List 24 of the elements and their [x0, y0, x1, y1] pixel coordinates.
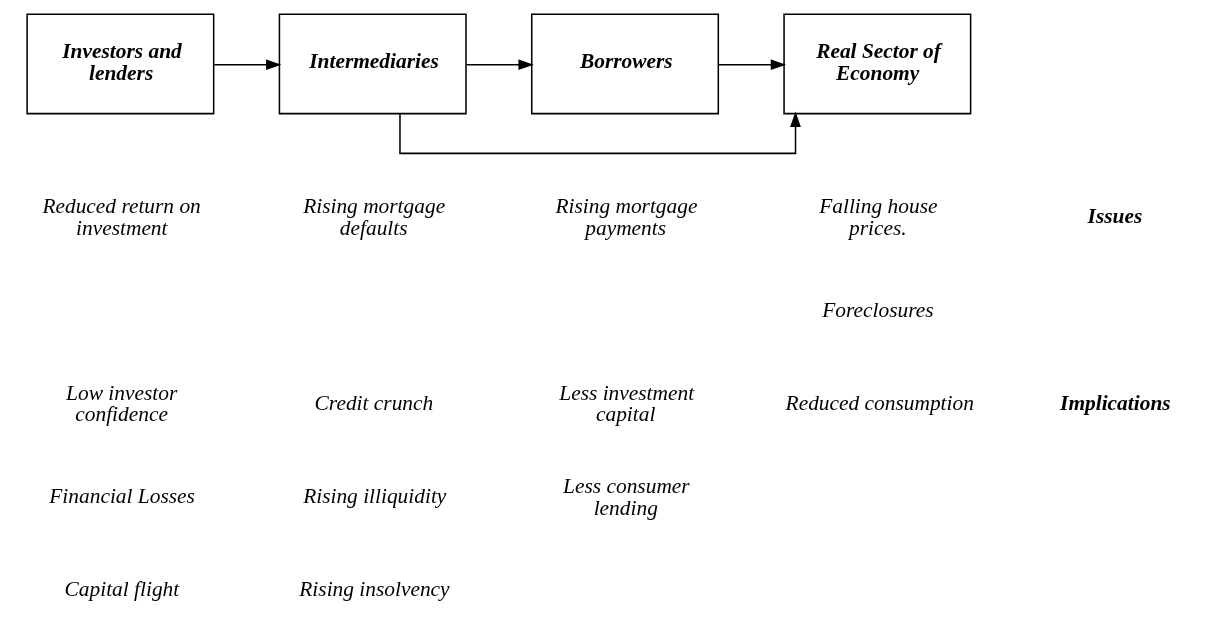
label: Less investment capital: [558, 380, 694, 427]
node-box: Borrowers: [530, 13, 719, 115]
label: Capital flight: [64, 577, 179, 602]
label: Falling house prices.: [818, 194, 937, 240]
arrow: [717, 59, 786, 71]
label: Implications: [1059, 390, 1171, 415]
label: Reduced consumption: [785, 390, 974, 415]
label: Less consumer lending: [562, 474, 690, 520]
arrow: [213, 59, 281, 71]
arrow: [398, 111, 801, 155]
node-box: Real Sector of Economy: [782, 13, 971, 115]
label: Credit crunch: [314, 390, 433, 415]
label: Issues: [1087, 204, 1142, 229]
label: Reduced return on investment: [41, 194, 201, 240]
label: Foreclosures: [821, 297, 934, 322]
arrow: [465, 59, 534, 71]
node-box: Investors and lenders: [25, 13, 214, 115]
label: Rising mortgage payments: [554, 194, 697, 240]
label: Rising mortgage defaults: [302, 194, 445, 240]
label: Rising illiquidity: [302, 484, 446, 509]
label: Low investor confidence: [65, 380, 177, 427]
node-box: Intermediaries: [278, 13, 467, 115]
label: Rising insolvency: [298, 577, 450, 602]
label: Financial Losses: [48, 484, 195, 509]
